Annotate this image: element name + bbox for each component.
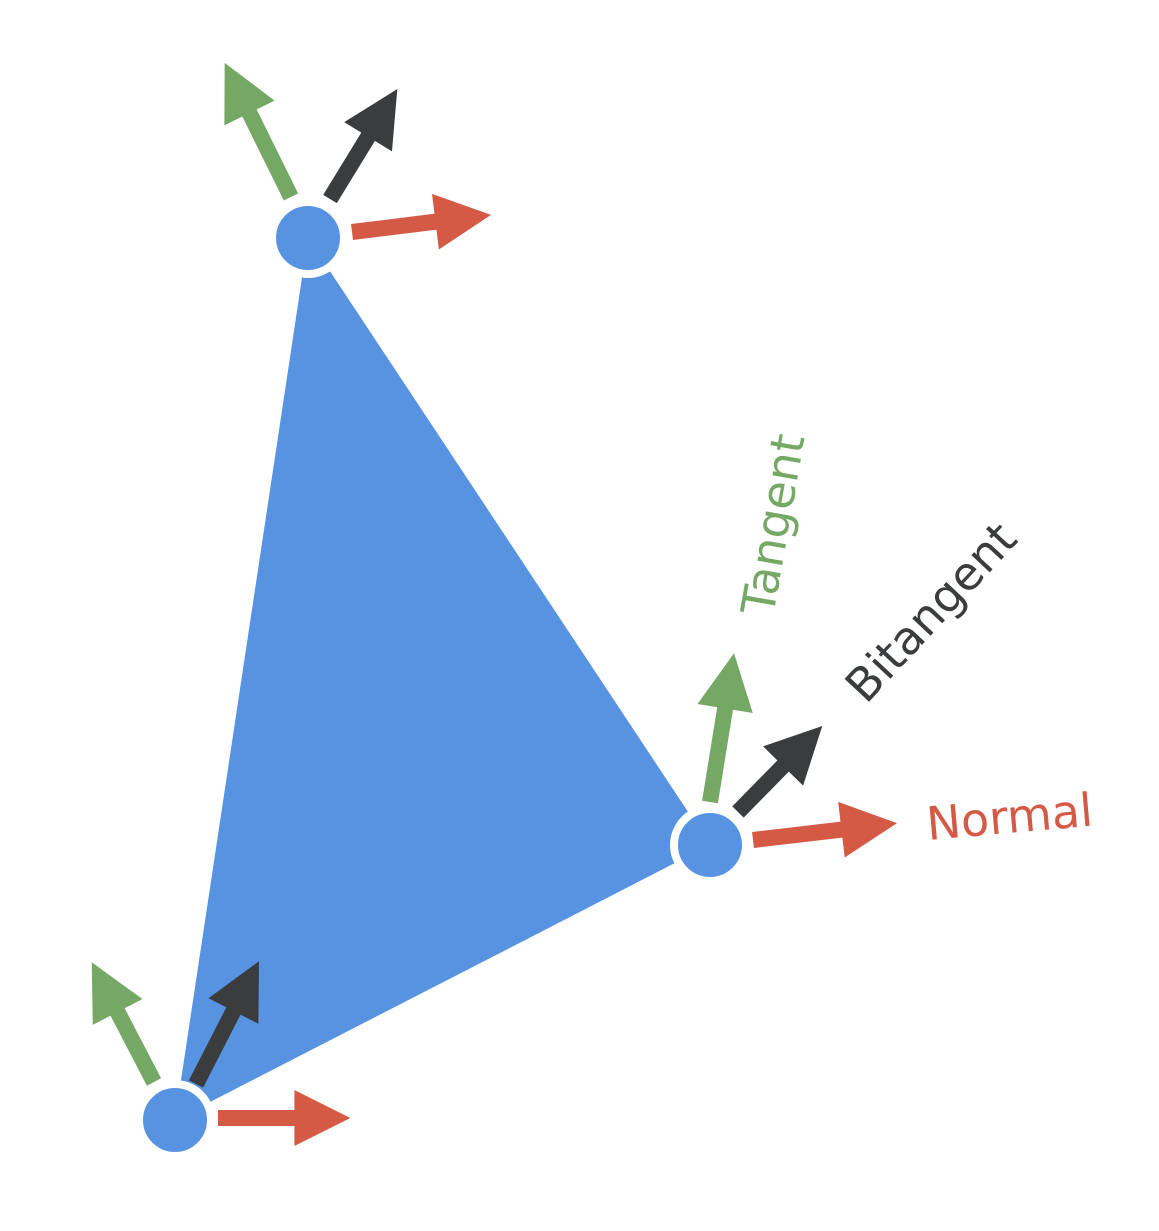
tangent-arrow [224, 62, 299, 201]
tangent-arrow [91, 962, 162, 1086]
normal-arrow [752, 801, 898, 858]
normal-arrow [351, 193, 492, 250]
vertex-top [268, 198, 348, 278]
tangent-label: Tangent [730, 430, 815, 620]
vertex-bottom [135, 1080, 215, 1160]
bottom-vertex-frame [91, 961, 351, 1146]
vertex-right [670, 805, 750, 885]
bitangent-arrow [732, 726, 823, 818]
tangent-arrow [697, 653, 753, 804]
top-vertex-frame [224, 62, 492, 250]
bitangent-arrow [323, 89, 398, 204]
right-vertex-frame [697, 653, 898, 858]
bitangent-arrow [188, 961, 259, 1088]
triangle-face [175, 238, 710, 1120]
bitangent-label: Bitangent [835, 512, 1028, 713]
normal-label: Normal [924, 783, 1095, 851]
